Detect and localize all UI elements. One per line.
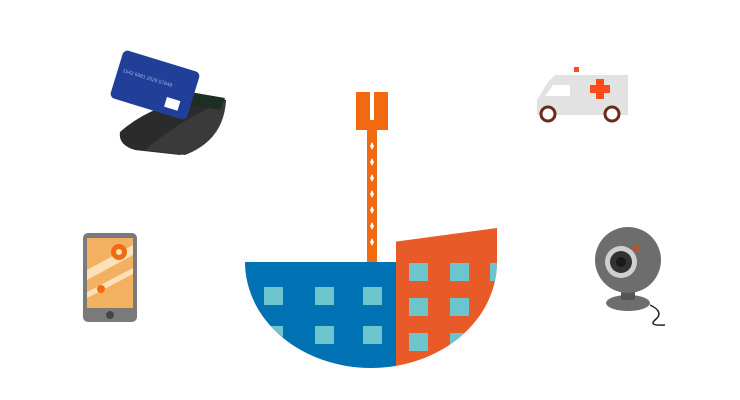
credit-card-icon: 1542 6981 2526 57848 — [110, 50, 200, 120]
webcam-icon — [595, 227, 666, 326]
payment-terminal-icon — [119, 92, 226, 155]
ambulance-icon — [537, 67, 628, 123]
antenna-tower-icon — [356, 92, 388, 270]
smartphone-map-icon — [83, 233, 137, 322]
